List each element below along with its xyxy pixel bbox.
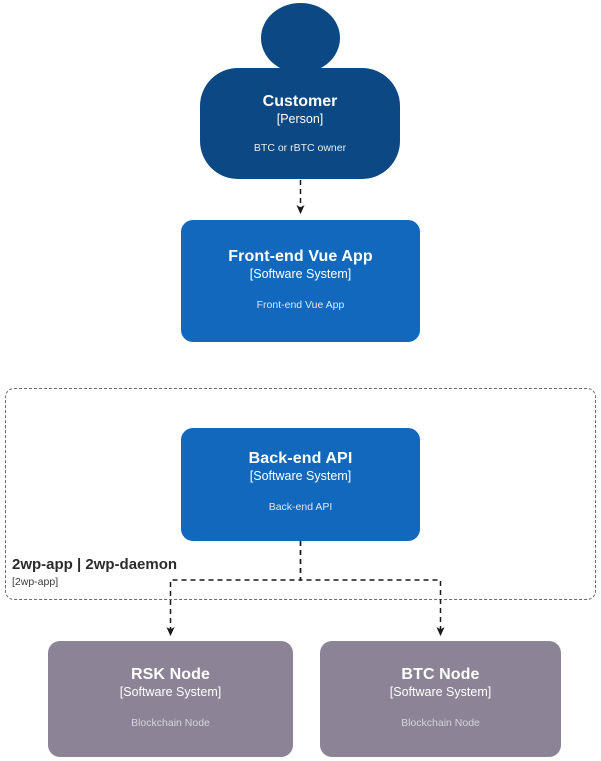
node-customer-title: Customer	[262, 93, 338, 110]
node-customer-description: BTC or rBTC owner	[253, 142, 347, 154]
node-frontend-vue-app[interactable]: Front-end Vue App [Software System] Fron…	[181, 220, 420, 342]
boundary-name: 2wp-app | 2wp-daemon	[12, 556, 178, 573]
boundary-label: 2wp-app | 2wp-daemon [2wp-app]	[12, 556, 272, 589]
node-btc-title: BTC Node	[401, 666, 480, 683]
node-frontend-type: [Software System]	[249, 267, 352, 281]
node-rsk-node[interactable]: RSK Node [Software System] Blockchain No…	[48, 641, 293, 757]
node-frontend-title: Front-end Vue App	[228, 248, 373, 265]
node-btc-node[interactable]: BTC Node [Software System] Blockchain No…	[320, 641, 561, 757]
node-backend-type: [Software System]	[249, 469, 352, 483]
node-customer-type: [Person]	[276, 112, 324, 126]
node-customer[interactable]: Customer [Person] BTC or rBTC owner	[200, 68, 400, 179]
node-backend-description: Back-end API	[268, 501, 333, 513]
node-btc-type: [Software System]	[389, 685, 492, 699]
node-frontend-description: Front-end Vue App	[256, 299, 345, 311]
node-rsk-type: [Software System]	[119, 685, 222, 699]
node-rsk-title: RSK Node	[130, 666, 211, 683]
boundary-type: [2wp-app]	[12, 576, 59, 588]
node-rsk-description: Blockchain Node	[131, 717, 210, 729]
person-head-icon	[261, 3, 340, 73]
node-backend-api[interactable]: Back-end API [Software System] Back-end …	[181, 428, 420, 541]
node-backend-title: Back-end API	[248, 450, 353, 467]
node-btc-description: Blockchain Node	[401, 717, 480, 729]
